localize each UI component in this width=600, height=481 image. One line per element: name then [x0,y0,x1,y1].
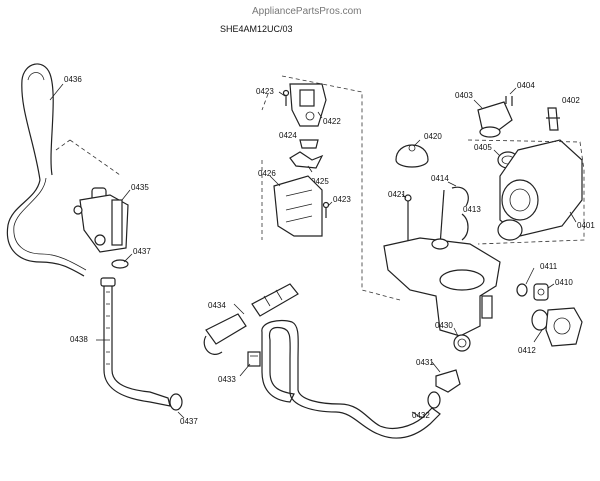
label-0402: 0402 [562,96,580,105]
label-0430: 0430 [435,321,453,330]
part-0437-hose-clamp-lower[interactable] [169,393,183,411]
label-0425: 0425 [311,177,329,186]
part-0423-screw-lower[interactable] [322,201,330,219]
part-0403-pump-inlet[interactable] [477,101,513,138]
part-0438-hose[interactable] [100,277,171,407]
part-0421-screw-rod[interactable] [404,194,412,248]
label-0431: 0431 [416,358,434,367]
part-0430-filter[interactable] [453,334,471,352]
label-0423-lower: 0423 [333,195,351,204]
part-0434-hoses[interactable] [203,283,299,355]
label-0423-upper: 0423 [256,87,274,96]
part-0435-check-valve[interactable] [73,187,129,253]
part-sump-housing[interactable] [383,237,501,337]
part-0410-connector[interactable] [533,283,549,301]
part-0431-clip[interactable] [435,369,461,393]
label-0432: 0432 [412,411,430,420]
label-0411: 0411 [540,262,558,271]
label-0426: 0426 [258,169,276,178]
label-0410: 0410 [555,278,573,287]
label-0436: 0436 [64,75,82,84]
label-0438: 0438 [70,335,88,344]
label-0421: 0421 [388,190,406,199]
label-0422: 0422 [323,117,341,126]
part-0425-spring-clip[interactable] [289,151,324,169]
label-0433: 0433 [218,375,236,384]
label-0414: 0414 [431,174,449,183]
part-0412-drain-pump[interactable] [531,307,583,347]
label-0413: 0413 [463,205,481,214]
part-0401-circulation-pump[interactable] [467,139,585,245]
label-0437-upper: 0437 [133,247,151,256]
part-0414-rod[interactable] [439,186,469,247]
label-0437-lower: 0437 [180,417,198,426]
part-0423-screw-upper[interactable] [282,89,290,107]
part-0424-clip[interactable] [299,139,319,149]
label-0405: 0405 [474,143,492,152]
label-0412: 0412 [518,346,536,355]
label-0401: 0401 [577,221,595,230]
label-0424: 0424 [279,131,297,140]
part-0426-bracket[interactable] [273,175,323,237]
part-0404-screws[interactable] [505,96,513,106]
part-0420-cap[interactable] [395,144,429,168]
label-0435: 0435 [131,183,149,192]
label-0420: 0420 [424,132,442,141]
part-0432-long-hose[interactable] [261,319,441,439]
part-0433-clip[interactable] [247,351,261,367]
part-0413-seal[interactable] [461,213,469,241]
label-0403: 0403 [455,91,473,100]
part-0411-seal[interactable] [516,283,528,297]
watermark: AppliancePartsPros.com [252,6,362,17]
part-0422-sensor-housing[interactable] [289,83,327,127]
part-0437-hose-clamp-upper[interactable] [111,259,129,269]
label-0404: 0404 [517,81,535,90]
part-0402-fitting[interactable] [546,107,560,131]
part-0436-drain-hose[interactable] [6,63,87,277]
model-number: SHE4AM12UC/03 [220,24,293,34]
label-0434: 0434 [208,301,226,310]
